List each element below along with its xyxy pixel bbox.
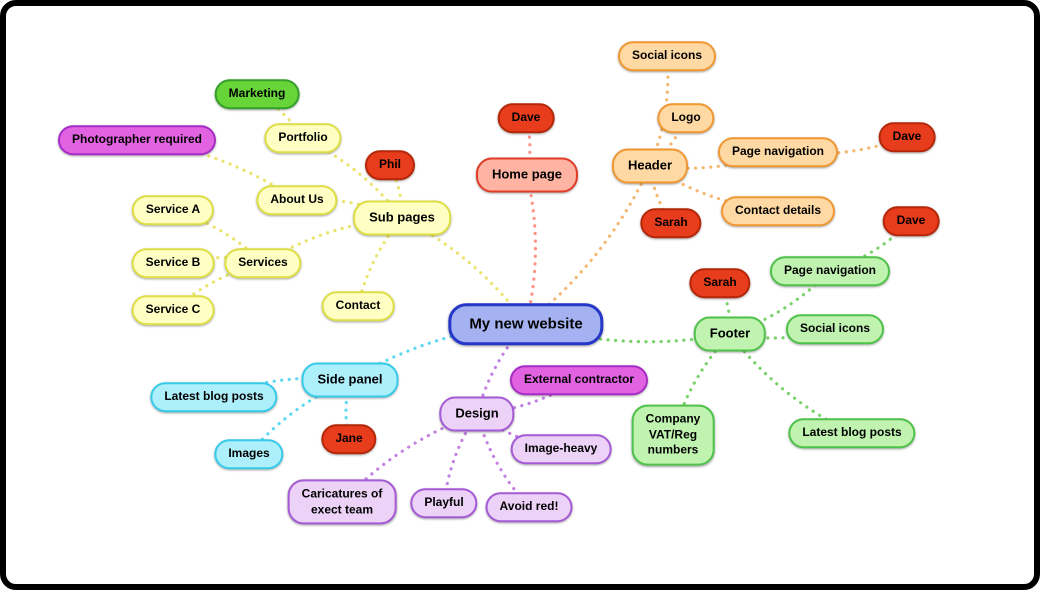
node-image-heavy[interactable]: Image-heavy <box>510 434 612 464</box>
edge-design--avoid-red <box>475 412 531 509</box>
node-contact[interactable]: Contact <box>321 291 395 321</box>
node-sub-pages[interactable]: Sub pages <box>353 200 451 236</box>
node-jane[interactable]: Jane <box>321 424 377 454</box>
node-images[interactable]: Images <box>214 439 284 469</box>
node-central[interactable]: My new website <box>448 303 604 345</box>
node-footer[interactable]: Footer <box>693 316 767 352</box>
node-phil[interactable]: Phil <box>364 150 416 180</box>
node-social-icons-header[interactable]: Social icons <box>617 41 717 71</box>
edge-design--external-contractor <box>475 378 581 416</box>
node-company-vat[interactable]: Company VAT/Reg numbers <box>631 404 715 466</box>
node-dave-home[interactable]: Dave <box>497 103 555 133</box>
node-logo[interactable]: Logo <box>657 103 715 133</box>
node-page-nav-header[interactable]: Page navigation <box>717 137 839 167</box>
node-service-c[interactable]: Service C <box>131 295 215 325</box>
edge-header--logo <box>648 116 688 168</box>
node-external-contractor[interactable]: External contractor <box>509 365 649 395</box>
node-social-icons-footer[interactable]: Social icons <box>785 314 885 344</box>
node-home-page[interactable]: Home page <box>475 157 579 193</box>
edge-services--service-a <box>171 208 265 265</box>
node-latest-blog-footer[interactable]: Latest blog posts <box>788 418 916 448</box>
node-latest-blog-side[interactable]: Latest blog posts <box>150 382 278 412</box>
edge-header--sarah-header <box>648 164 673 225</box>
node-service-a[interactable]: Service A <box>131 195 215 225</box>
edge-central--home-page <box>524 173 538 326</box>
node-photographer[interactable]: Photographer required <box>57 125 217 155</box>
node-avoid-red[interactable]: Avoid red! <box>485 492 573 522</box>
edge-sub-pages--about-us <box>295 197 404 220</box>
node-header[interactable]: Header <box>611 148 689 184</box>
node-page-nav-footer[interactable]: Page navigation <box>769 256 891 286</box>
node-dave-footer[interactable]: Dave <box>882 206 940 236</box>
node-dave-header[interactable]: Dave <box>878 122 936 152</box>
node-marketing[interactable]: Marketing <box>214 79 300 109</box>
edge-footer--social-icons-footer <box>728 327 837 340</box>
node-services[interactable]: Services <box>224 248 302 278</box>
node-contact-details[interactable]: Contact details <box>720 196 836 226</box>
node-service-b[interactable]: Service B <box>131 248 215 278</box>
node-sarah-footer[interactable]: Sarah <box>689 268 751 298</box>
node-side-panel[interactable]: Side panel <box>301 362 399 398</box>
node-playful[interactable]: Playful <box>410 488 478 518</box>
node-design[interactable]: Design <box>439 396 515 432</box>
node-caricatures[interactable]: Caricatures of exect team <box>287 479 397 525</box>
node-about-us[interactable]: About Us <box>256 185 338 215</box>
node-portfolio[interactable]: Portfolio <box>264 123 342 153</box>
node-sarah-header[interactable]: Sarah <box>640 208 702 238</box>
